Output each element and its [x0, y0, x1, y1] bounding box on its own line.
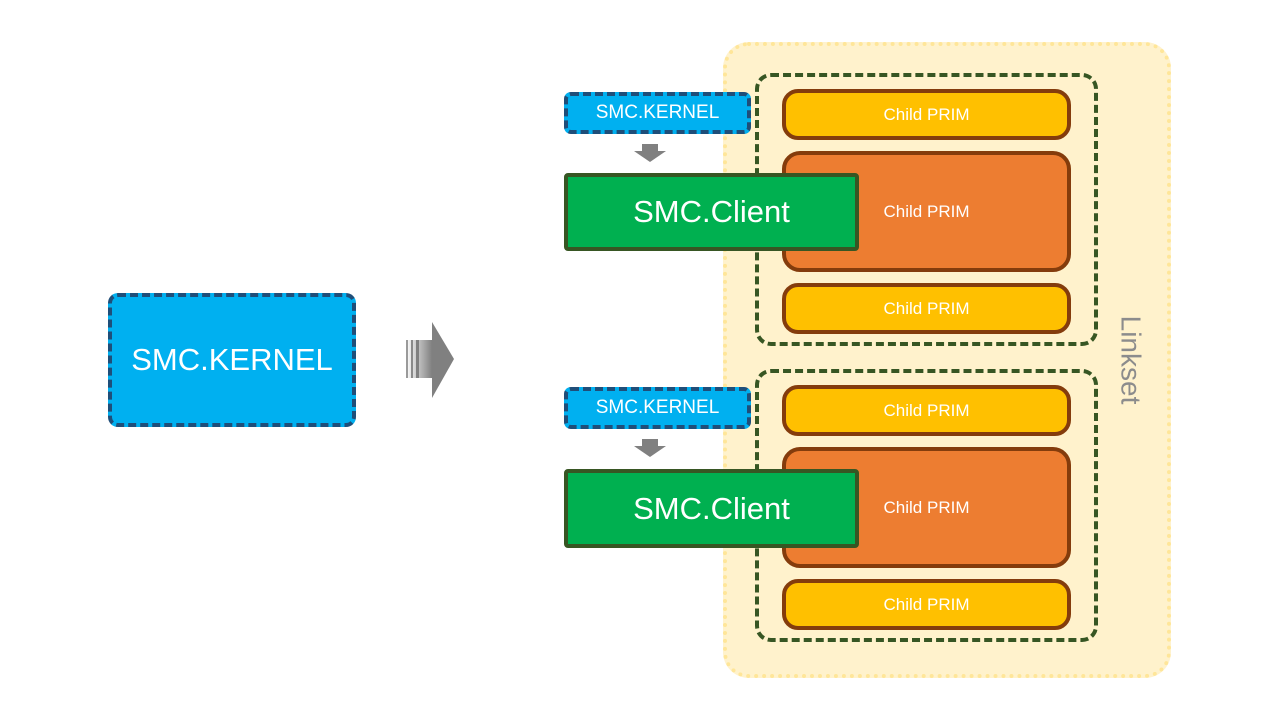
smc-kernel-box: SMC.KERNEL — [108, 293, 356, 427]
down-arrow-icon — [634, 439, 666, 457]
smc-kernel-small: SMC.KERNEL — [564, 387, 751, 429]
child-prim: Child PRIM — [782, 283, 1071, 334]
child-prim: Child PRIM — [782, 385, 1071, 436]
smc-client-box: SMC.Client — [564, 469, 859, 548]
linkset-label: Linkset — [1115, 315, 1146, 405]
smc-kernel-label: SMC.KERNEL — [131, 342, 333, 377]
right-arrow-icon — [406, 322, 454, 398]
child-prim: Child PRIM — [782, 89, 1071, 140]
smc-client-box: SMC.Client — [564, 173, 859, 251]
child-prim: Child PRIM — [782, 579, 1071, 630]
smc-kernel-small: SMC.KERNEL — [564, 92, 751, 134]
down-arrow-icon — [634, 144, 666, 162]
